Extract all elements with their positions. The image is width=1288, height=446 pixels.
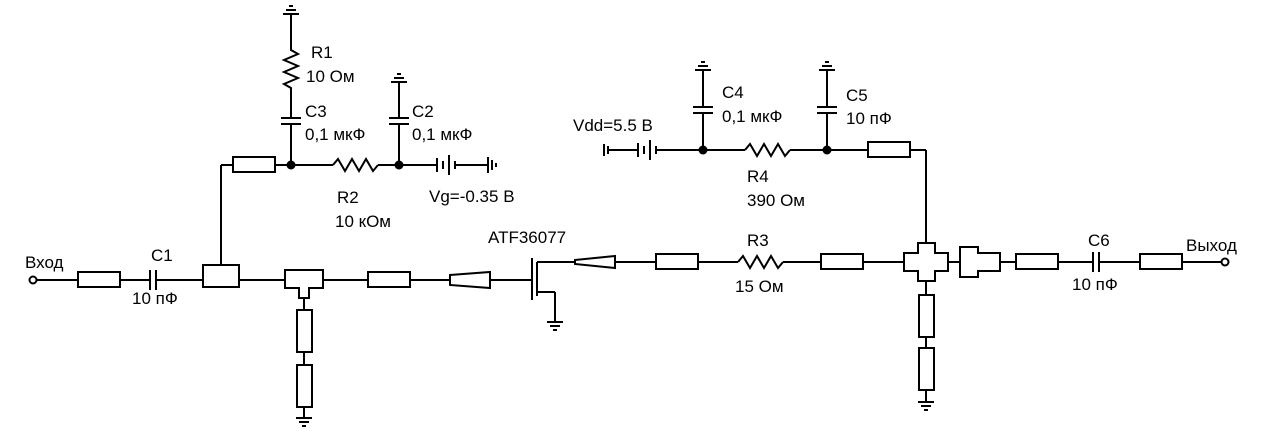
transistor-label: ATF36077: [488, 228, 566, 247]
tline-bias-drain: [867, 141, 911, 158]
ground-icon: [283, 5, 299, 15]
taper-in: [449, 270, 491, 290]
stub-out-2: [918, 347, 935, 391]
output-port-label: Выход: [1186, 236, 1237, 255]
ground-icon: [546, 321, 564, 331]
c5-value: 10 пФ: [846, 109, 892, 128]
resistor-r4: [744, 142, 791, 158]
c2-value: 0,1 мкФ: [412, 125, 472, 144]
c3-value: 0,1 мкФ: [305, 125, 365, 144]
capacitor-c1: [149, 270, 157, 290]
tline-in-1: [77, 271, 121, 288]
gate-bias-network: [281, 5, 497, 175]
capacitor-c4: [693, 106, 713, 114]
tline-out-3: [1015, 253, 1059, 270]
ground-icon: [695, 61, 711, 71]
ground-icon: [487, 157, 497, 173]
ground-icon: [295, 417, 313, 427]
c4-value: 0,1 мкФ: [722, 107, 782, 126]
taper-out: [574, 254, 616, 270]
vg-label: Vg=-0.35 В: [429, 187, 515, 206]
ground-icon: [819, 61, 835, 71]
ground-icon: [603, 144, 609, 156]
transistor-atf36077: [531, 258, 575, 331]
output-port: [1220, 257, 1230, 267]
ground-icon: [917, 401, 935, 411]
input-port: [28, 275, 38, 285]
tee-junction-2: [284, 269, 324, 299]
r1-value: 10 Ом: [306, 67, 355, 86]
r3-name: R3: [747, 231, 769, 250]
r4-value: 390 Ом: [747, 191, 805, 210]
r1-name: R1: [311, 43, 333, 62]
c1-name: C1: [151, 246, 173, 265]
r4-name: R4: [747, 167, 769, 186]
input-port-label: Вход: [25, 253, 64, 272]
c2-name: C2: [412, 102, 434, 121]
step-junction: [959, 246, 1001, 278]
capacitor-c3: [281, 117, 301, 125]
r2-name: R2: [337, 188, 359, 207]
tline-out-4: [1139, 253, 1183, 270]
cross-junction: [903, 242, 949, 282]
capacitor-c6: [1092, 252, 1100, 272]
drain-bias-network: [603, 61, 926, 160]
stub-in-2: [296, 364, 313, 408]
c6-value: 10 пФ: [1072, 275, 1118, 294]
c3-name: C3: [305, 102, 327, 121]
resistor-r2: [332, 157, 379, 173]
stub-in-1: [296, 309, 313, 353]
c5-name: C5: [846, 86, 868, 105]
tline-out-1: [655, 253, 699, 270]
r2-value: 10 кОм: [335, 212, 391, 231]
input-section: [28, 156, 532, 427]
stub-out-1: [918, 294, 935, 338]
r3-value: 15 Ом: [735, 277, 784, 296]
ground-icon: [391, 73, 407, 83]
capacitor-c5: [817, 106, 837, 114]
battery-vdd: [637, 140, 657, 160]
c1-value: 10 пФ: [132, 289, 178, 308]
battery-vg: [436, 155, 456, 175]
tline-bias-gate: [232, 156, 276, 173]
resistor-r1: [281, 42, 301, 118]
capacitor-c2: [389, 117, 409, 125]
c6-name: C6: [1088, 231, 1110, 250]
output-section: [574, 150, 1230, 411]
resistor-r3: [737, 254, 784, 270]
tline-in-2: [367, 271, 411, 288]
tline-out-2: [820, 253, 864, 270]
vdd-label: Vdd=5.5 В: [573, 116, 653, 135]
c4-name: C4: [722, 83, 744, 102]
tee-junction-1: [202, 264, 240, 288]
